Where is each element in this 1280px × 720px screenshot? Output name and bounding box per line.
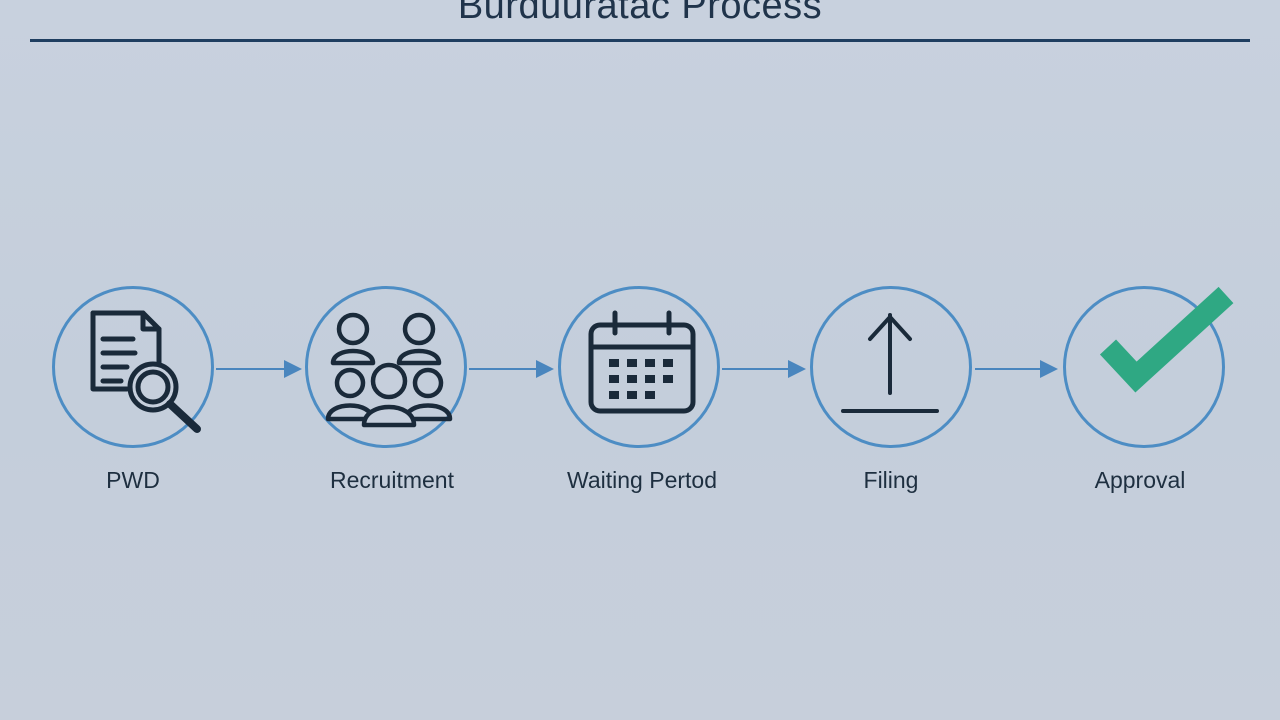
- connector-3: [722, 368, 796, 370]
- upload-icon: [841, 313, 939, 413]
- arrowhead-2: [536, 360, 554, 378]
- step-waiting: [558, 286, 720, 448]
- step-label-waiting: Waiting Pertod: [567, 467, 717, 493]
- step-recruitment: [305, 286, 467, 448]
- step-label-recruitment: Recruitment: [330, 467, 454, 493]
- step-filing: [810, 286, 972, 448]
- connector-4: [975, 368, 1047, 370]
- arrowhead-1: [284, 360, 302, 378]
- checkmark-icon: [1099, 286, 1234, 393]
- calendar-icon: [588, 310, 696, 414]
- step-label-approval: Approval: [1094, 467, 1186, 493]
- step-label-filing: Filing: [863, 467, 919, 493]
- step-label-pwd: PWD: [106, 467, 160, 493]
- step-pwd: [52, 286, 214, 448]
- document-search-icon: [90, 310, 201, 433]
- step-approval: [1063, 286, 1234, 448]
- connector-2: [469, 368, 543, 370]
- arrowhead-4: [1040, 360, 1058, 378]
- connector-1: [216, 368, 292, 370]
- page-title: Burduuratac Process: [457, 0, 823, 27]
- arrowhead-3: [788, 360, 806, 378]
- group-icon: [325, 312, 453, 428]
- title-underline: [30, 39, 1250, 42]
